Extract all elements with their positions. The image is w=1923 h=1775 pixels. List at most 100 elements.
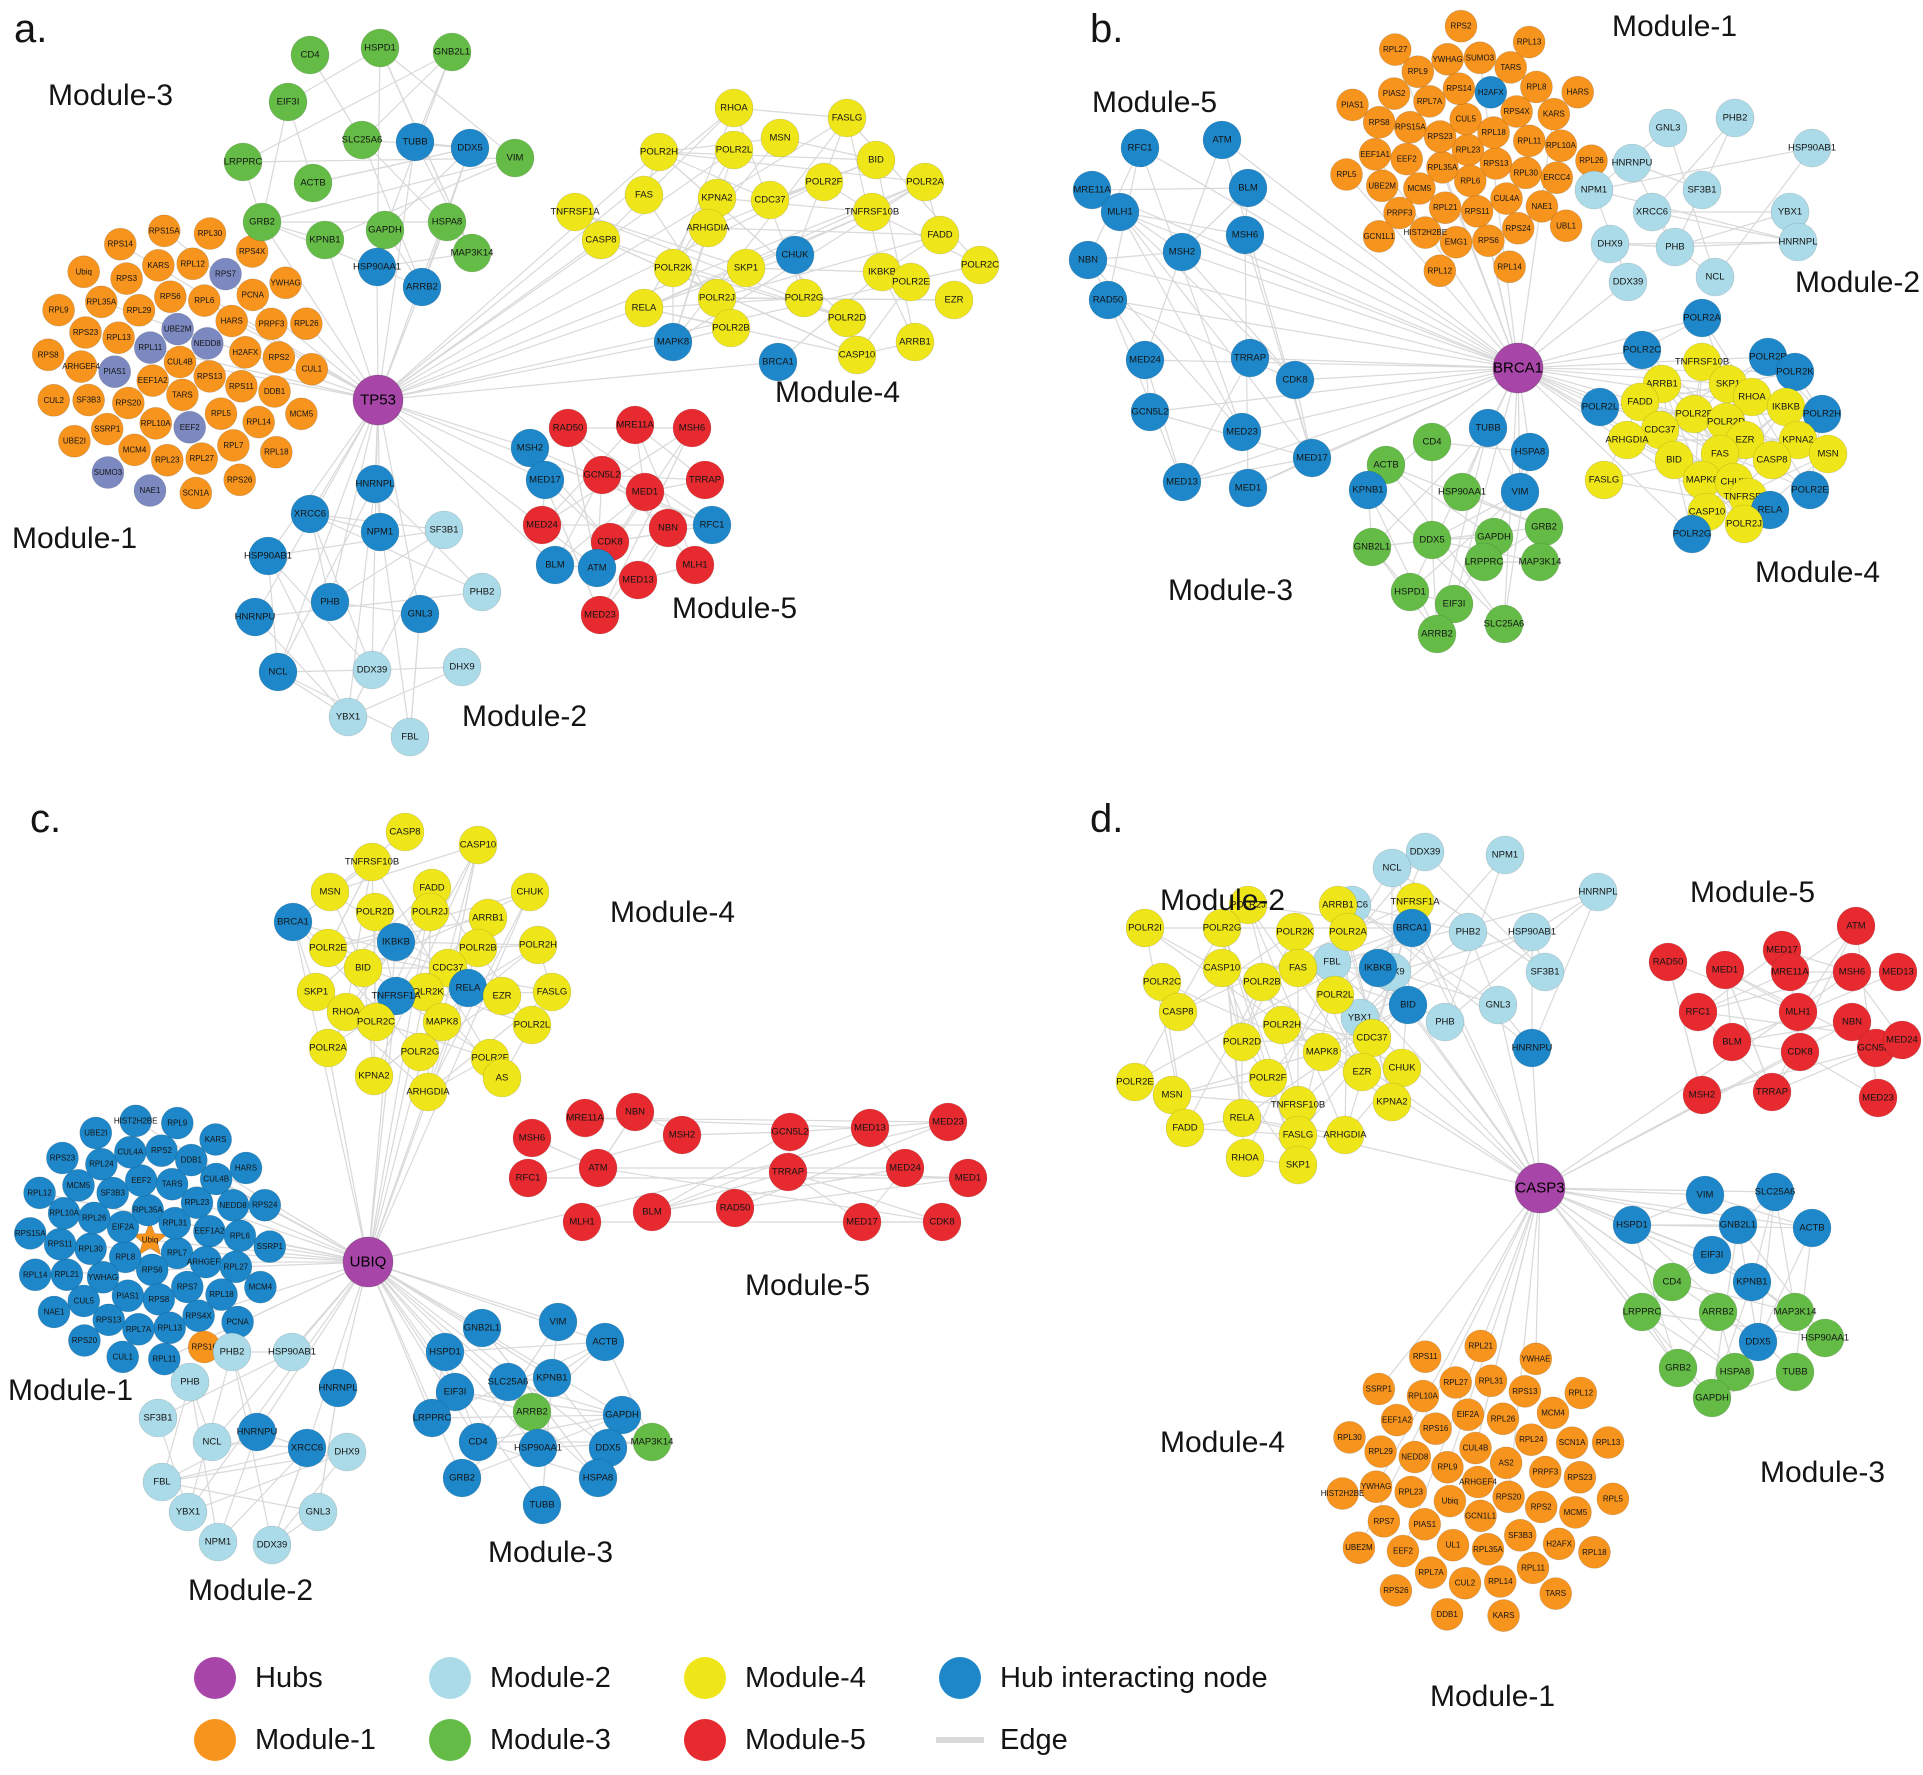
node-label: CASP8 — [585, 235, 616, 246]
node-label: KARS — [1543, 110, 1565, 119]
edge — [1171, 1051, 1323, 1096]
node-label: POLR2J — [412, 907, 448, 918]
edge — [600, 107, 735, 241]
node-polr2d: POLR2D — [1222, 1022, 1262, 1062]
node-circle — [102, 321, 135, 355]
node-circle — [223, 463, 256, 497]
node-rpl26: RPL26 — [289, 307, 323, 341]
edge — [651, 1171, 789, 1213]
node-gnl3: GNL3 — [400, 594, 440, 634]
node-label: POLR2J — [1230, 900, 1266, 911]
node-label: ARHGEF4 — [1459, 1478, 1497, 1487]
edge — [1139, 147, 1519, 369]
node-rhoa: RHOA — [1225, 1138, 1265, 1178]
node-circle — [1540, 161, 1574, 194]
node-fbl: FBL — [390, 717, 430, 757]
node-circle — [1836, 906, 1876, 946]
node-circle — [118, 433, 151, 467]
edge — [1479, 57, 1519, 369]
legend-label-module-4: Module-4 — [745, 1662, 866, 1694]
node-circle — [161, 1106, 194, 1140]
node-label: POLR2G — [401, 1047, 440, 1058]
edge — [377, 181, 825, 401]
node-label: SKP1 — [734, 263, 758, 274]
node-label: UL1 — [1446, 1541, 1461, 1550]
node-cul4a: CUL4A — [114, 1135, 147, 1169]
edge — [377, 399, 556, 566]
node-label: CHUK — [782, 250, 810, 261]
node-circle — [1278, 948, 1318, 988]
node-polr2a: POLR2A — [905, 162, 944, 202]
node-rpl9: RPL9 — [1431, 1450, 1464, 1484]
node-label: CDK8 — [1787, 1047, 1812, 1058]
edge — [367, 1121, 949, 1263]
node-circle — [462, 572, 502, 612]
edge — [1517, 243, 1611, 369]
node-circle — [432, 32, 472, 72]
panel-b: RPL23RPS13RPL6RPL35ARPS23CUL5RPL18CUL4AR… — [1068, 7, 1920, 654]
node-gnl3: GNL3 — [1478, 985, 1518, 1025]
node-rps2: RPS2 — [1444, 9, 1478, 43]
node-msh6: MSH6 — [672, 408, 712, 448]
node-circle — [891, 262, 931, 302]
node-polr2f: POLR2F — [804, 162, 844, 202]
node-npm1: NPM1 — [360, 512, 400, 552]
node-label: KPNA2 — [1782, 435, 1813, 446]
node-rfc1: RFC1 — [692, 505, 732, 545]
node-label: RPL30 — [1337, 1433, 1362, 1442]
node-rpl30: RPL30 — [1509, 156, 1542, 190]
node-label: BID — [868, 155, 884, 166]
node-label: RPS15A — [1395, 123, 1426, 132]
node-label: RPS2 — [151, 1146, 172, 1155]
node-rps7: RPS7 — [171, 1270, 204, 1304]
node-circle — [714, 88, 754, 128]
module-label-a-module-2: Module-2 — [462, 700, 587, 733]
edge — [529, 447, 713, 526]
node-label: RPL13 — [106, 333, 131, 342]
node-label: RPS11 — [229, 382, 254, 391]
legend-swatch-hubs — [194, 1657, 236, 1699]
node-label: FAS — [1711, 449, 1729, 460]
node-circle — [435, 1372, 475, 1412]
node-tars: TARS — [1539, 1577, 1572, 1610]
node-label: VIM — [1697, 1190, 1714, 1201]
node-circle — [1120, 128, 1160, 168]
edge — [254, 591, 483, 618]
node-label: Ubiq — [1442, 1497, 1458, 1506]
node-circle — [229, 335, 262, 369]
node-label: RPL23 — [1398, 1488, 1423, 1497]
node-kars: KARS — [1537, 97, 1571, 131]
node-label: RFC1 — [700, 520, 725, 531]
node-label: GNB2L1 — [1354, 542, 1390, 553]
edge — [1651, 211, 1799, 243]
node-label: RPL5 — [211, 409, 232, 418]
node-ezr: EZR — [482, 976, 522, 1016]
node-circle — [522, 1485, 562, 1525]
node-circle — [47, 1196, 81, 1230]
edge — [309, 513, 483, 593]
node-circle — [1489, 1446, 1523, 1480]
module-label-c-module-4: Module-4 — [610, 896, 735, 929]
node-circle — [1162, 232, 1202, 272]
node-label: GNL3 — [408, 609, 433, 620]
node-label: GCN5L2 — [1858, 1043, 1895, 1054]
node-circle — [452, 233, 492, 273]
node-circle — [235, 597, 275, 637]
node-circle — [290, 35, 330, 75]
node-label: PRPF3 — [1387, 209, 1413, 218]
node-map3k14: MAP3K14 — [451, 233, 493, 273]
node-hsp90aa1: HSP90AA1 — [1801, 1318, 1849, 1358]
node-polr2e: POLR2E — [1115, 1062, 1155, 1102]
node-label: SSRP1 — [94, 425, 121, 434]
node-label: MED24 — [1129, 355, 1161, 366]
node-label: RPS7 — [1373, 1517, 1394, 1526]
edge — [1497, 1004, 1541, 1189]
node-label: RPL23 — [155, 456, 180, 465]
panel-a: CUL4BRPS13TARSEEF1A2RPL11UBE2MNEDD8RPL5E… — [12, 7, 1000, 757]
node-label: RPL27 — [224, 1262, 249, 1271]
edge — [384, 147, 471, 231]
node-med24: MED24 — [522, 505, 562, 545]
node-rps15a: RPS15A — [13, 1217, 47, 1250]
node-ddb1: DDB1 — [1430, 1598, 1464, 1631]
node-mcm4: MCM4 — [244, 1270, 277, 1304]
